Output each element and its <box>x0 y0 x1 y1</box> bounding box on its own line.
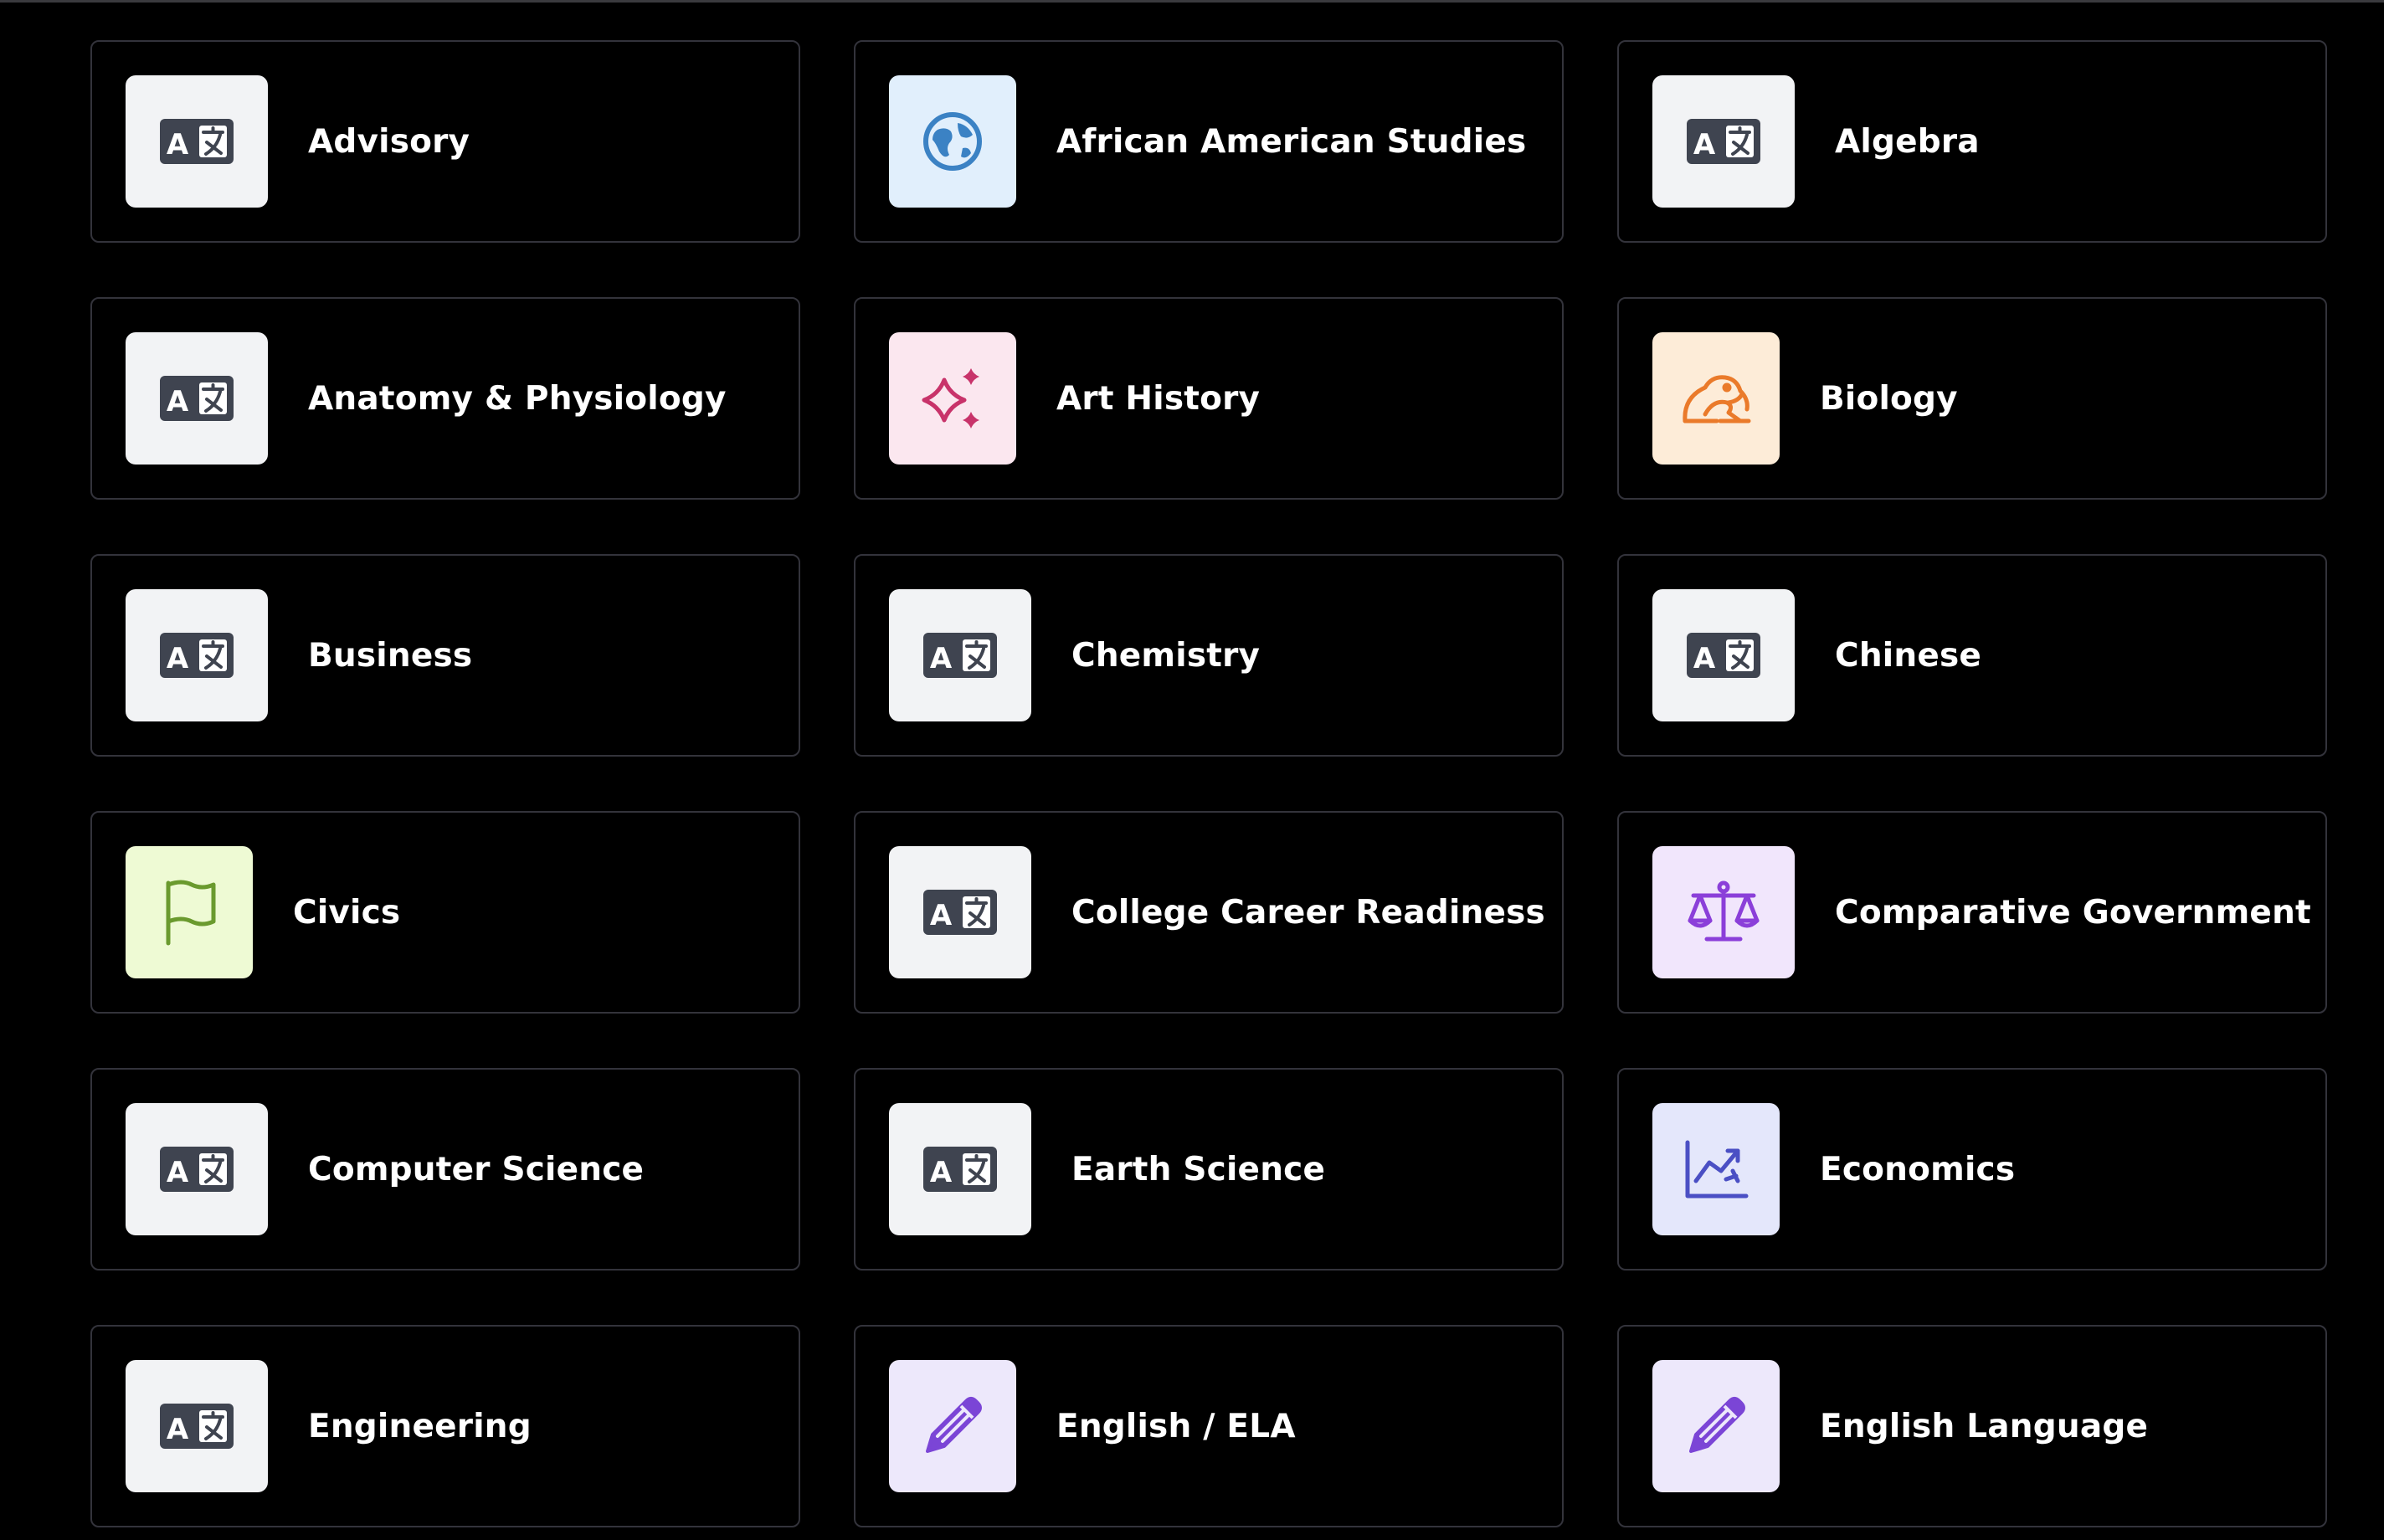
svg-text:A: A <box>167 1413 189 1446</box>
subject-card[interactable]: A Anatomy & Physiology <box>90 297 800 500</box>
subject-label: English Language <box>1820 1407 2149 1445</box>
translate-icon: A <box>126 75 268 208</box>
subject-label: Chemistry <box>1071 636 1261 675</box>
translate-icon: A <box>889 1103 1031 1235</box>
sparkles-icon <box>889 332 1016 465</box>
svg-text:A: A <box>167 128 189 162</box>
svg-text:A: A <box>930 642 953 675</box>
globe-icon <box>889 75 1016 208</box>
subject-card[interactable]: Biology <box>1617 297 2327 500</box>
subject-label: African American Studies <box>1056 122 1527 161</box>
translate-icon: A <box>889 589 1031 721</box>
subject-label: Comparative Government <box>1835 893 2311 932</box>
translate-icon: A <box>126 1360 268 1492</box>
translate-icon: A <box>126 589 268 721</box>
translate-icon: A <box>1652 75 1795 208</box>
subject-label: Civics <box>293 893 401 932</box>
translate-icon: A <box>889 846 1031 978</box>
subject-card[interactable]: A Engineering <box>90 1325 800 1527</box>
subject-label: Advisory <box>308 122 470 161</box>
subject-label: Art History <box>1056 379 1261 418</box>
subject-card[interactable]: Art History <box>854 297 1564 500</box>
pencil-icon <box>1652 1360 1780 1492</box>
svg-text:A: A <box>167 642 189 675</box>
top-divider <box>0 0 2384 3</box>
subject-card[interactable]: Civics <box>90 811 800 1014</box>
svg-text:A: A <box>1693 128 1716 162</box>
subject-card[interactable]: English Language <box>1617 1325 2327 1527</box>
subject-label: Business <box>308 636 473 675</box>
subject-card[interactable]: Economics <box>1617 1068 2327 1270</box>
svg-text:A: A <box>167 1156 189 1189</box>
flag-icon <box>126 846 253 978</box>
subject-label: Computer Science <box>308 1150 645 1188</box>
subject-label: Chinese <box>1835 636 1982 675</box>
svg-text:A: A <box>167 385 189 418</box>
subject-label: Engineering <box>308 1407 532 1445</box>
translate-icon: A <box>126 332 268 465</box>
subject-card[interactable]: English / ELA <box>854 1325 1564 1527</box>
subject-card[interactable]: A Advisory <box>90 40 800 243</box>
subject-label: Earth Science <box>1071 1150 1326 1188</box>
subject-card[interactable]: A Business <box>90 554 800 757</box>
subject-card[interactable]: A College Career Readiness <box>854 811 1564 1014</box>
subject-label: Biology <box>1820 379 1958 418</box>
svg-text:A: A <box>1693 642 1716 675</box>
svg-text:A: A <box>930 1156 953 1189</box>
svg-text:A: A <box>930 899 953 932</box>
subject-card[interactable]: A Chinese <box>1617 554 2327 757</box>
subject-label: English / ELA <box>1056 1407 1296 1445</box>
translate-icon: A <box>1652 589 1795 721</box>
subject-card[interactable]: A Computer Science <box>90 1068 800 1270</box>
translate-icon: A <box>126 1103 268 1235</box>
chart-line-icon <box>1652 1103 1780 1235</box>
pencil-icon <box>889 1360 1016 1492</box>
scale-icon <box>1652 846 1795 978</box>
subject-card[interactable]: A Earth Science <box>854 1068 1564 1270</box>
subject-label: College Career Readiness <box>1071 893 1545 932</box>
subject-card[interactable]: African American Studies <box>854 40 1564 243</box>
subject-label: Algebra <box>1835 122 1980 161</box>
subject-card[interactable]: A Chemistry <box>854 554 1564 757</box>
subject-label: Economics <box>1820 1150 2016 1188</box>
subject-card[interactable]: Comparative Government <box>1617 811 2327 1014</box>
subject-card[interactable]: A Algebra <box>1617 40 2327 243</box>
subject-label: Anatomy & Physiology <box>308 379 727 418</box>
frog-icon <box>1652 332 1780 465</box>
